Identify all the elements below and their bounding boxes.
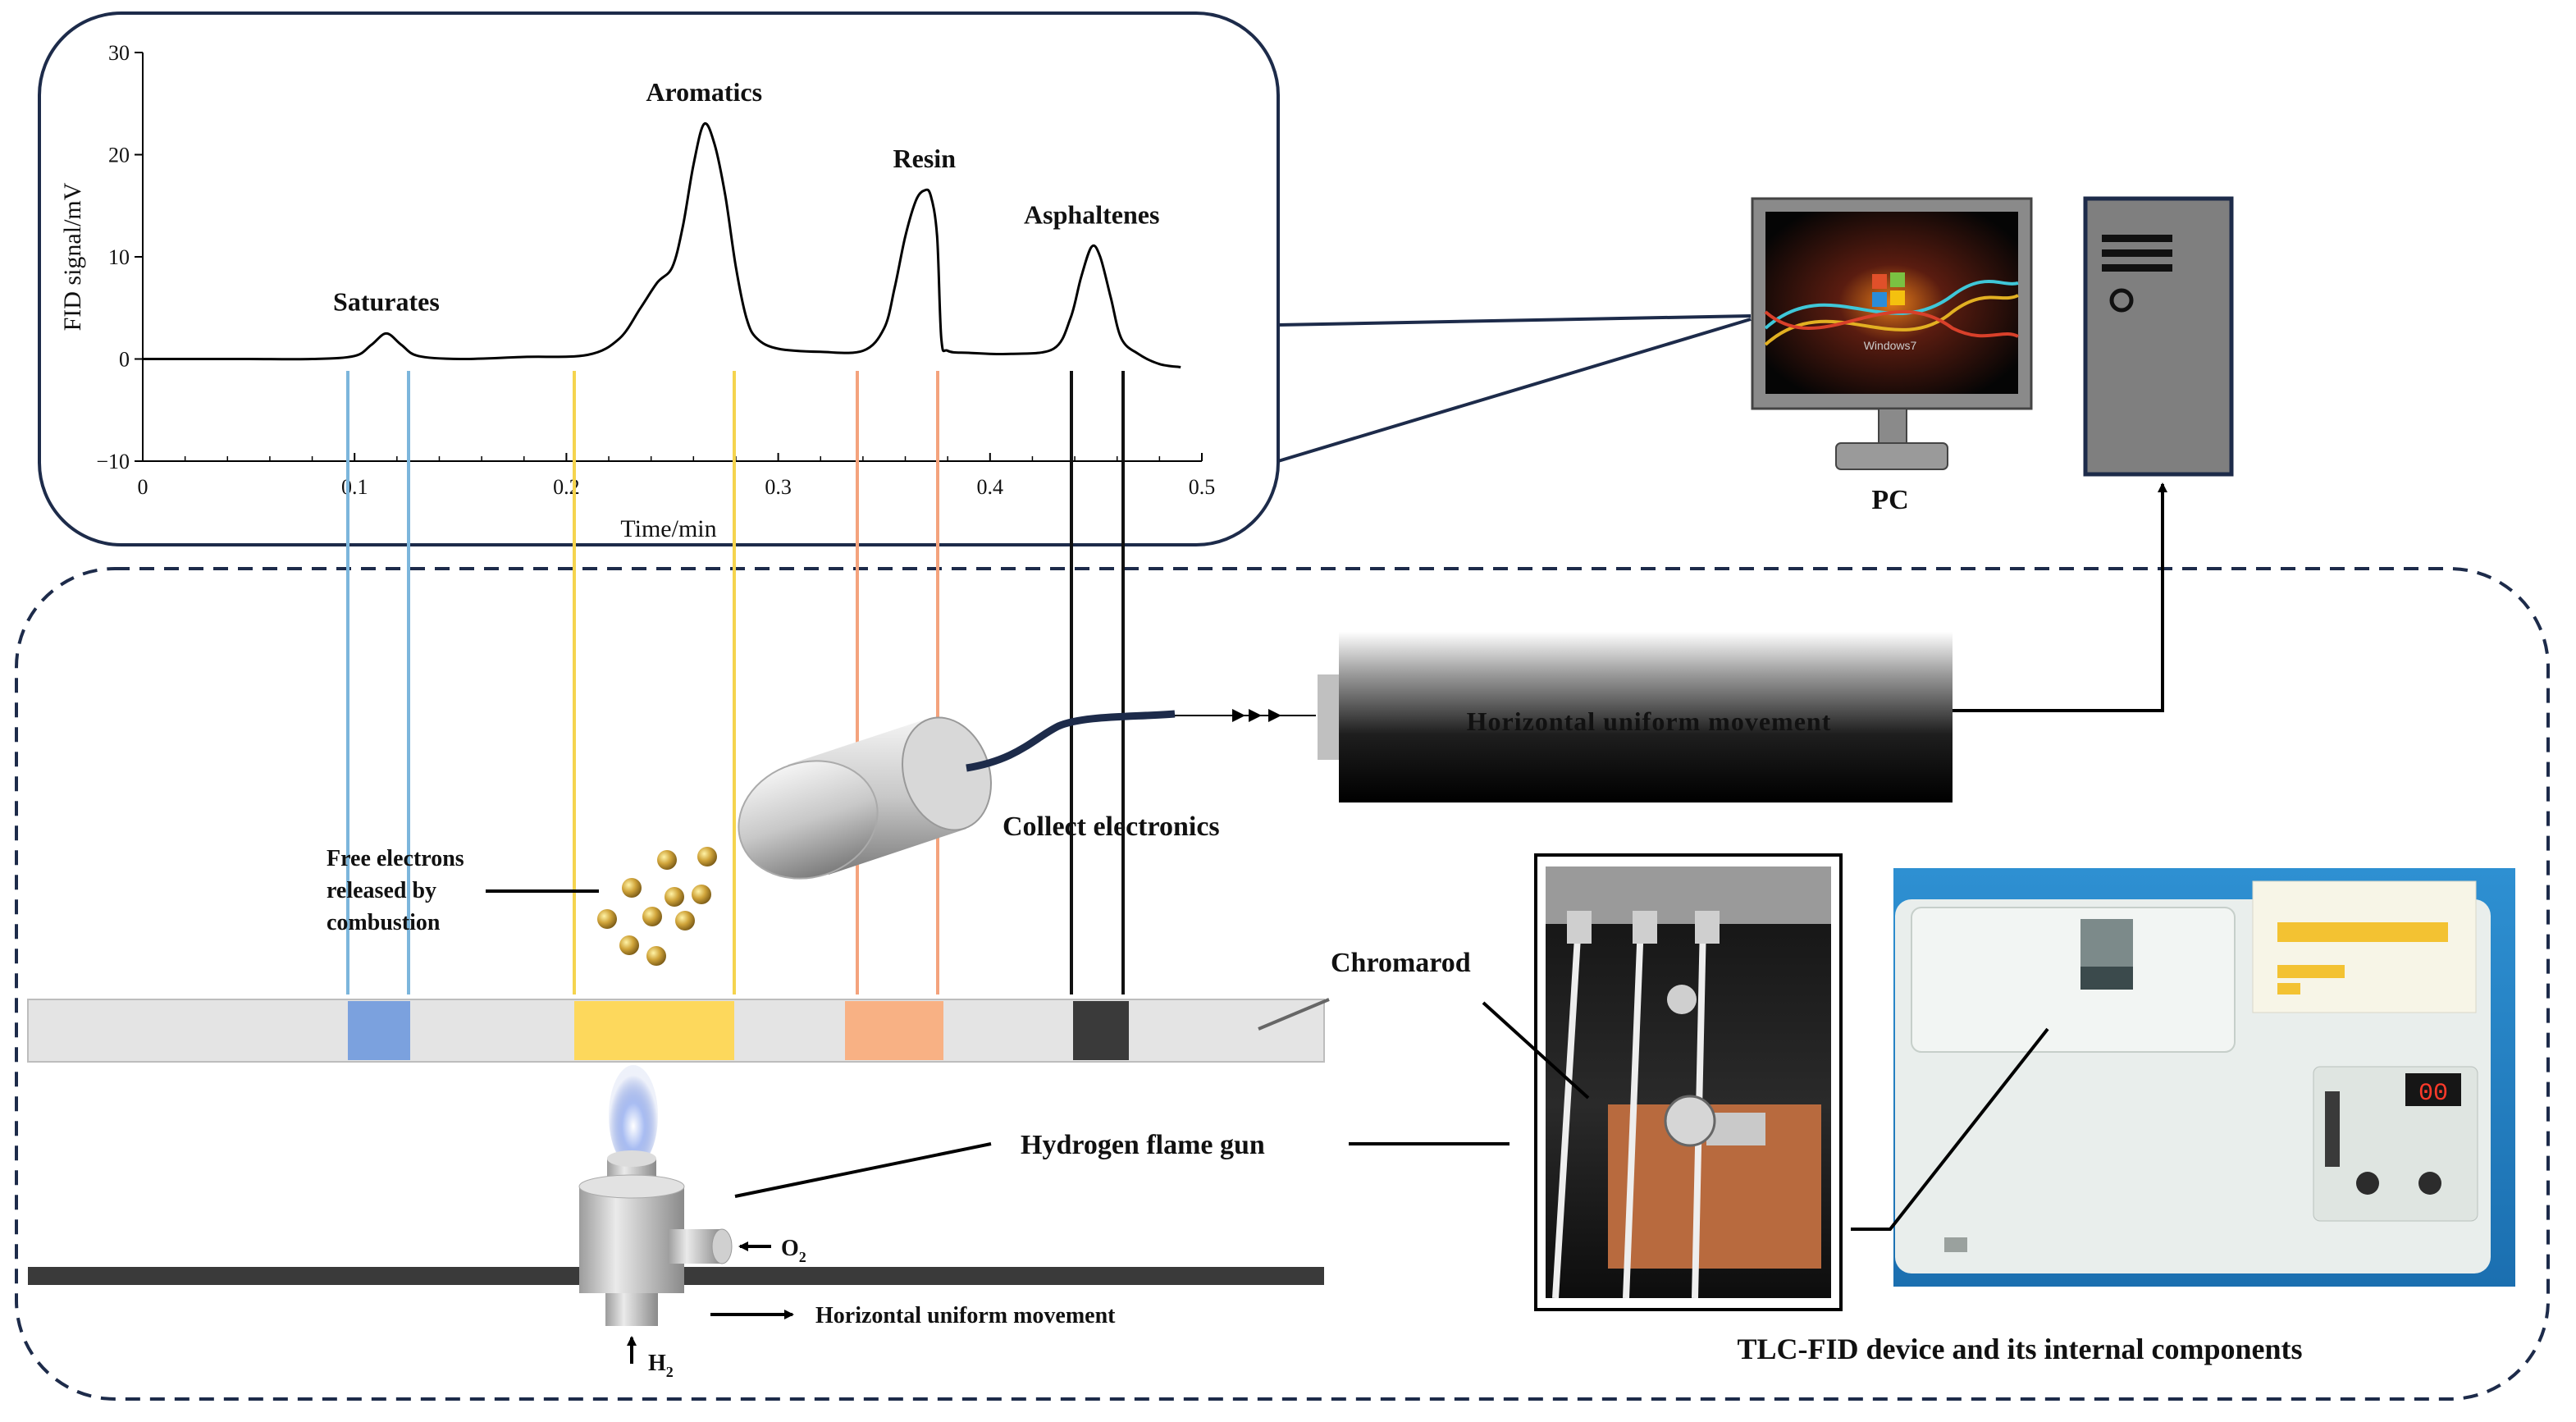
band-saturates xyxy=(348,1001,410,1060)
pc-link-top xyxy=(1277,314,1752,327)
free-electrons-label: Free electrons released by combustion xyxy=(327,846,470,935)
pc-label: PC xyxy=(1871,485,1908,515)
x-tick-label: 0.4 xyxy=(977,475,1004,499)
collect-electronics-label: Collect electronics xyxy=(1003,812,1220,842)
screen-os-text: Windows7 xyxy=(1864,339,1917,352)
movement-box: Horizontal uniform movement xyxy=(1318,632,1953,802)
band-guide-lines xyxy=(346,371,1125,994)
y-tick-label: 20 xyxy=(108,144,130,167)
chart-frame xyxy=(38,11,1280,546)
pc-monitor: Windows7 xyxy=(1751,197,2033,470)
pc-link-bottom xyxy=(1277,318,1752,463)
chromarod-photo xyxy=(1534,853,1843,1311)
y-tick-label: −10 xyxy=(96,450,130,473)
knob-right-icon xyxy=(2418,1172,2441,1195)
device-pointer xyxy=(1851,1027,2049,1231)
band-resin xyxy=(845,1001,943,1060)
apparatus-frame xyxy=(15,567,2550,1401)
horizontal-movement-label: Horizontal uniform movement xyxy=(815,1303,1116,1328)
y-axis-label: FID signal/mV xyxy=(59,182,86,331)
x-tick-label: 0 xyxy=(138,475,148,499)
chromarod-label: Chromarod xyxy=(1331,948,1471,978)
flame-gun-pointer xyxy=(734,1142,992,1198)
free-electrons xyxy=(597,847,717,966)
peak-label-saturates: Saturates xyxy=(333,286,440,316)
signal-line xyxy=(143,121,1181,368)
flame-icon xyxy=(609,1065,658,1167)
x-tick-label: 0.3 xyxy=(765,475,792,499)
chromarod-pointer xyxy=(1258,998,1330,1031)
device-caption: TLC-FID device and its internal componen… xyxy=(1737,1333,2302,1365)
signal-cable xyxy=(966,710,1176,772)
h2-label: H2 xyxy=(648,1351,674,1380)
o2-label: O2 xyxy=(781,1236,806,1265)
x-tick-label: 0.5 xyxy=(1189,475,1216,499)
flame-gun-label: Hydrogen flame gun xyxy=(1021,1130,1265,1160)
chromarod-photo-pointer xyxy=(1482,1001,1590,1100)
x-tick-label: 0.1 xyxy=(341,475,368,499)
power-button-icon xyxy=(2109,288,2134,313)
movement-box-label: Horizontal uniform movement xyxy=(1467,706,1832,736)
chromarod xyxy=(27,999,1325,1063)
device-display: 00 xyxy=(2418,1080,2448,1108)
peak-label-asphaltenes: Asphaltenes xyxy=(1024,200,1159,230)
knob-left-icon xyxy=(2356,1172,2379,1195)
hydrogen-flame-gun xyxy=(578,1150,733,1326)
electron-collector xyxy=(738,716,992,880)
band-asphaltenes xyxy=(1073,1001,1129,1060)
peak-label-aromatics: Aromatics xyxy=(646,77,762,107)
peak-label-resin: Resin xyxy=(893,144,957,173)
y-tick-label: 30 xyxy=(108,41,130,65)
y-tick-label: 0 xyxy=(119,348,130,372)
pc-tower xyxy=(2083,196,2234,477)
band-aromatics xyxy=(574,1001,734,1060)
tlc-fid-device-photo: 00 xyxy=(1893,868,2515,1287)
x-axis-label: Time/min xyxy=(620,515,716,542)
y-tick-label: 10 xyxy=(108,245,130,269)
box-to-pc-arrow xyxy=(1953,482,2167,712)
cable-arrowheads xyxy=(1232,709,1281,722)
windows-logo-icon xyxy=(1872,272,1905,307)
